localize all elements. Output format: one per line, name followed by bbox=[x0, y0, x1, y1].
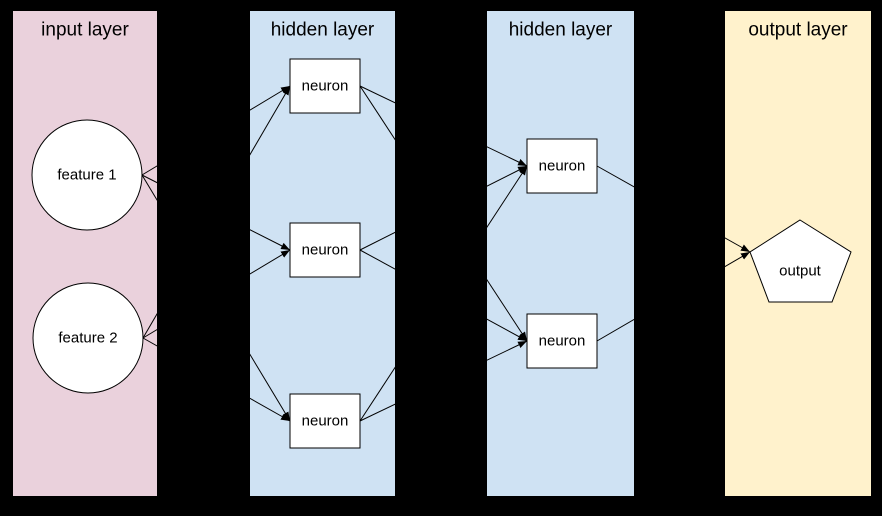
node-f2-label: feature 2 bbox=[58, 330, 117, 347]
node-n5-label: neuron bbox=[539, 333, 586, 350]
edge-n3-to-n4 bbox=[359, 165, 528, 422]
edge-n5-to-out bbox=[596, 251, 751, 342]
node-n1-label: neuron bbox=[302, 78, 349, 95]
node-n3-label: neuron bbox=[302, 413, 349, 430]
node-f1-shape bbox=[31, 119, 143, 231]
node-n4-label: neuron bbox=[539, 158, 586, 175]
edge-f2-to-n2 bbox=[142, 249, 291, 339]
edge-n3-to-n5 bbox=[359, 340, 528, 422]
node-out-label: output bbox=[779, 263, 822, 280]
node-out-shape bbox=[749, 219, 852, 303]
edge-n2-to-n4 bbox=[359, 165, 528, 251]
edge-n2-to-n5 bbox=[359, 249, 528, 342]
node-n1-shape bbox=[289, 58, 361, 114]
node-n3-shape bbox=[289, 393, 361, 449]
edge-n1-to-n4 bbox=[359, 85, 528, 167]
node-n4-shape bbox=[526, 138, 598, 194]
node-n5-shape bbox=[526, 313, 598, 369]
node-n2-label: neuron bbox=[302, 242, 349, 259]
node-f2-shape bbox=[32, 282, 144, 394]
node-f1-label: feature 1 bbox=[57, 167, 116, 184]
edge-f1-to-n3 bbox=[141, 174, 291, 422]
edge-arrows bbox=[141, 85, 751, 422]
edge-n1-to-n5 bbox=[359, 85, 528, 342]
node-n2-shape bbox=[289, 222, 361, 278]
edge-f2-to-n3 bbox=[142, 337, 291, 422]
edge-f1-to-n1 bbox=[141, 85, 291, 176]
layer-title-hidden1: hidden layer bbox=[271, 20, 375, 41]
layer-column-hidden2 bbox=[487, 11, 634, 496]
edge-n4-to-out bbox=[596, 165, 751, 253]
layer-title-hidden2: hidden layer bbox=[509, 20, 613, 41]
layer-title-input: input layer bbox=[41, 20, 129, 41]
edge-f2-to-n1 bbox=[142, 85, 291, 339]
layer-title-output: output layer bbox=[748, 20, 848, 41]
diagram-nodes: feature 1 feature 2 neuron neuron neuron neur… bbox=[31, 58, 852, 449]
layer-column-input bbox=[13, 11, 157, 496]
